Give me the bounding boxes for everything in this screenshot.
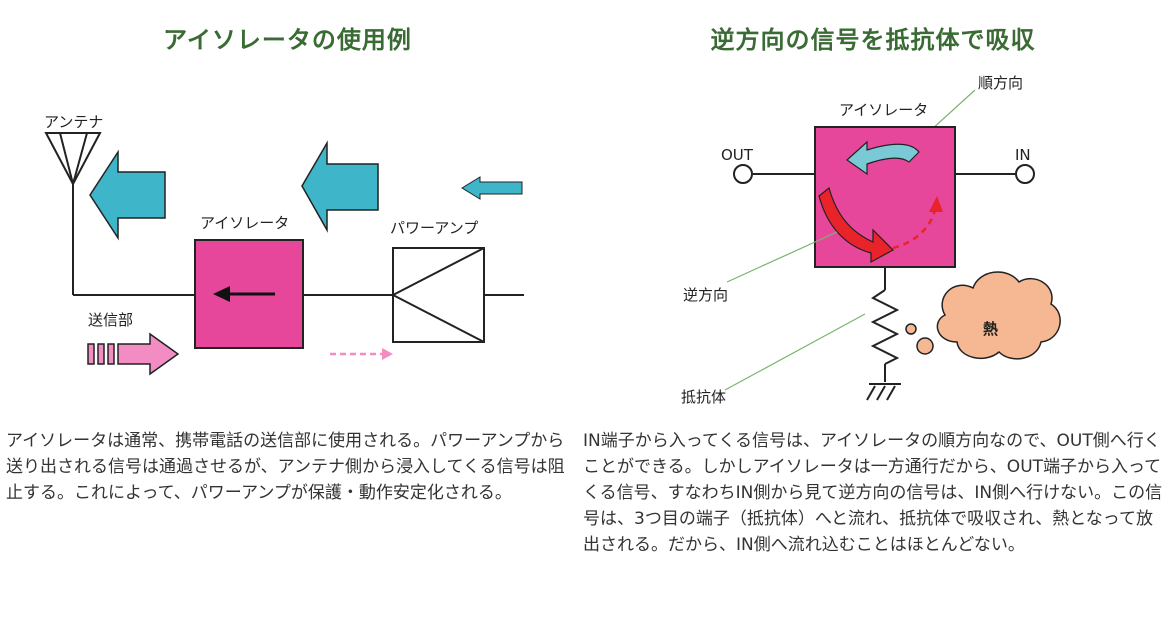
forward-curved-arrow-icon [846, 140, 920, 176]
pink-output-arrow-icon [87, 332, 180, 376]
antenna-symbol [44, 132, 102, 295]
reverse-leader-line [726, 231, 838, 283]
left-title: アイソレータの使用例 [163, 26, 412, 54]
resistor-symbol [870, 267, 900, 382]
power-amp-label: パワーアンプ [390, 219, 478, 237]
reverse-curved-arrow-icon [818, 186, 894, 264]
antenna-label: アンテナ [44, 113, 103, 131]
in-terminal-icon [1015, 164, 1035, 184]
forward-label: 順方向 [978, 74, 1023, 92]
cyan-arrow-large-icon [89, 149, 166, 241]
left-caption: アイソレータは通常、携帯電話の送信部に使用される。パワーアンプから送り出される信… [6, 431, 565, 503]
dashed-return-arrow-icon [892, 196, 943, 250]
isolator-label: アイソレータ [200, 214, 289, 232]
right-title: 逆方向の信号を抵抗体で吸収 [710, 26, 1036, 54]
resistor-label: 抵抗体 [681, 388, 726, 406]
resistor-leader-line [724, 313, 866, 391]
transmitter-label: 送信部 [88, 311, 133, 329]
isolator-usage-diagram: アンテナ アイソレータ パワーアンプ 送信部 [44, 113, 524, 376]
cyan-arrow-small-icon [461, 176, 523, 200]
isolator-label: アイソレータ [839, 101, 928, 119]
ground-icon [866, 383, 901, 401]
right-panel: 逆方向の信号を抵抗体で吸収 順方向 アイソレータ OUT IN 逆方向 [575, 0, 1171, 618]
absorption-diagram: 順方向 アイソレータ OUT IN 逆方向 [681, 74, 1061, 406]
power-amp-symbol [392, 247, 485, 343]
isolator-direction-arrow-icon [213, 286, 275, 302]
heat-cloud-icon [905, 271, 1061, 360]
in-label: IN [1015, 146, 1031, 164]
dashed-signal-arrow-icon [330, 348, 393, 360]
left-panel: アイソレータの使用例 アンテナ アイソレータ パワーアンプ [0, 0, 575, 618]
out-terminal-icon [733, 164, 753, 184]
out-label: OUT [721, 146, 754, 164]
cyan-arrow-medium-icon [301, 140, 379, 233]
right-caption: IN端子から入ってくる信号は、アイソレータの順方向なので、OUT側へ行くことがで… [583, 431, 1163, 555]
reverse-label: 逆方向 [683, 286, 728, 304]
heat-label: 熱 [983, 320, 998, 338]
